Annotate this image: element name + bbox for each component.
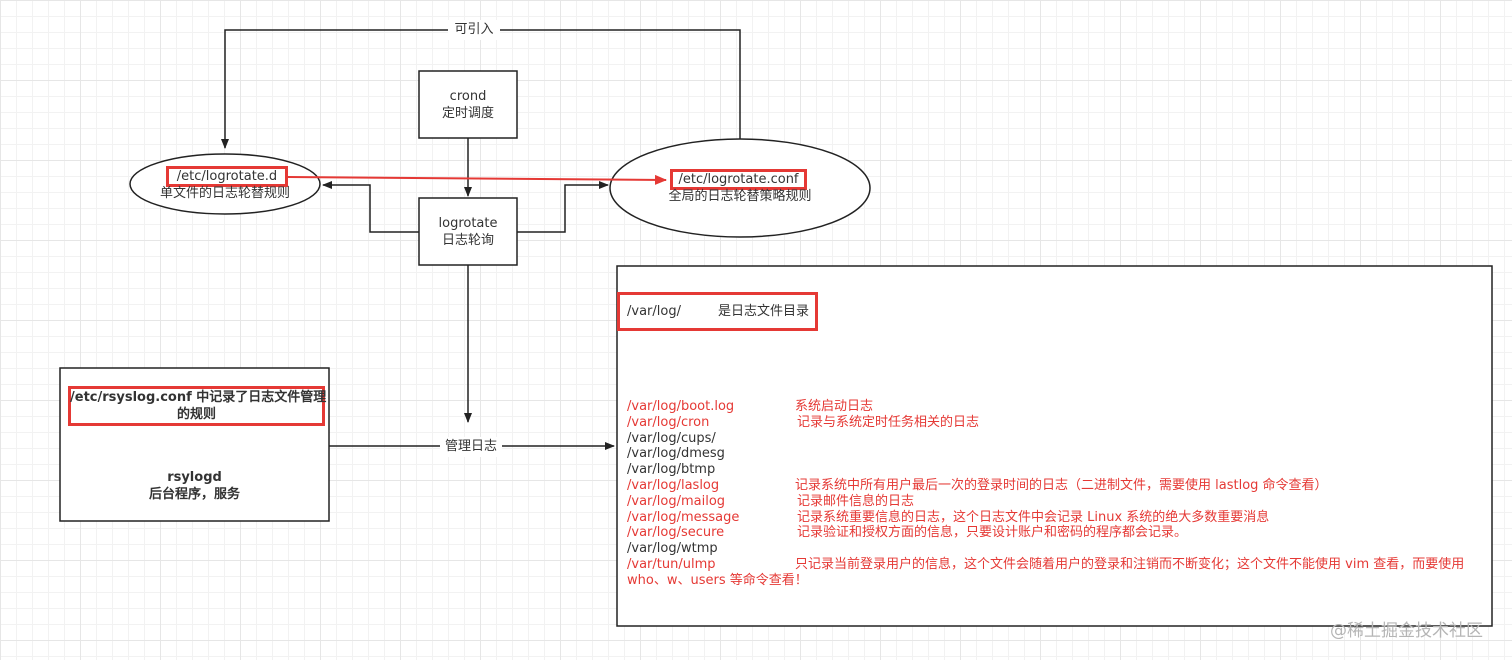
var-log-panel — [616, 265, 1493, 627]
var-log-entry-path: /var/log/cron — [627, 415, 710, 430]
var-log-entry-desc: 记录与系统定时任务相关的日志 — [797, 415, 980, 430]
logrotate-conf-highlight — [670, 169, 807, 190]
var-log-entry-path: /var/log/wtmp — [627, 541, 718, 556]
rsyslog-conf-text-2: 的规则 — [176, 407, 216, 422]
red-include-connector — [287, 174, 667, 185]
var-log-entry-desc: 只记录当前登录用户的信息，这个文件会随着用户的登录和注销而不断变化；这个文件不能… — [795, 557, 1465, 572]
var-log-entry-path: /var/log/dmesg — [627, 446, 725, 461]
include-label-bg — [448, 20, 500, 40]
var-log-entry-path: /var/log/secure — [627, 525, 725, 540]
rsyslog-box — [59, 367, 330, 522]
var-log-header-path: /var/log/ — [627, 304, 681, 319]
logrotate-conf-path: /etc/logrotate.conf — [678, 172, 799, 187]
rsyslog-conf-text: /etc/rsyslog.conf 中记录了日志文件管理 — [70, 390, 327, 405]
logrotate-to-conf-connector — [517, 181, 609, 233]
rsyslogd-label: rsylogd — [167, 470, 222, 485]
rsyslogd-desc: 后台程序，服务 — [148, 487, 240, 502]
var-log-entry-path: /var/log/message — [627, 510, 740, 525]
crond-box — [418, 70, 518, 139]
var-log-entry-path: /var/tun/ulmp — [627, 557, 716, 572]
logrotate-d-path: /etc/logrotate.d — [176, 169, 278, 184]
logrotate-box — [418, 197, 518, 266]
logrotate-sublabel: 日志轮询 — [441, 233, 494, 248]
logrotate-d-highlight — [166, 166, 288, 187]
logrotate-conf-desc: 全局的日志轮替策略规则 — [668, 189, 812, 204]
var-log-entry-path: /var/log/laslog — [627, 478, 720, 493]
manage-label-bg — [440, 437, 502, 457]
manage-logs-label: 管理日志 — [444, 439, 497, 454]
var-log-entry-desc: 记录系统重要信息的日志，这个日志文件中会记录 Linux 系统的绝大多数重要消息 — [797, 510, 1270, 525]
var-log-entry-path: /var/log/boot.log — [627, 399, 735, 414]
var-log-entry-desc: 记录邮件信息的日志 — [797, 494, 915, 509]
var-log-entry-path: /var/log/mailog — [627, 494, 726, 509]
var-log-entry-path: /var/log/btmp — [627, 462, 716, 477]
logrotate-to-d-connector — [322, 181, 419, 233]
watermark: @稀土掘金技术社区 — [1330, 621, 1483, 641]
crond-label: crond — [449, 89, 487, 104]
logrotate-label: logrotate — [438, 216, 498, 231]
include-label: 可引入 — [454, 22, 494, 37]
var-log-header-desc: 是日志文件目录 — [718, 304, 810, 319]
logrotate-d-desc: 单文件的日志轮替规则 — [159, 186, 290, 201]
var-log-entry-desc: 系统启动日志 — [795, 399, 874, 414]
var-log-entry-desc: 记录验证和授权方面的信息，只要设计账户和密码的程序都会记录。 — [797, 525, 1188, 540]
var-log-header-highlight — [617, 292, 818, 331]
var-log-entry-path: /var/log/cups/ — [627, 431, 716, 446]
var-log-entry-continuation: who、w、users 等命令查看！ — [627, 573, 808, 588]
var-log-entry-desc: 记录系统中所有用户最后一次的登录时间的日志（二进制文件，需要使用 lastlog… — [795, 478, 1328, 493]
rsyslog-conf-highlight — [68, 386, 325, 426]
crond-sublabel: 定时调度 — [441, 106, 494, 121]
